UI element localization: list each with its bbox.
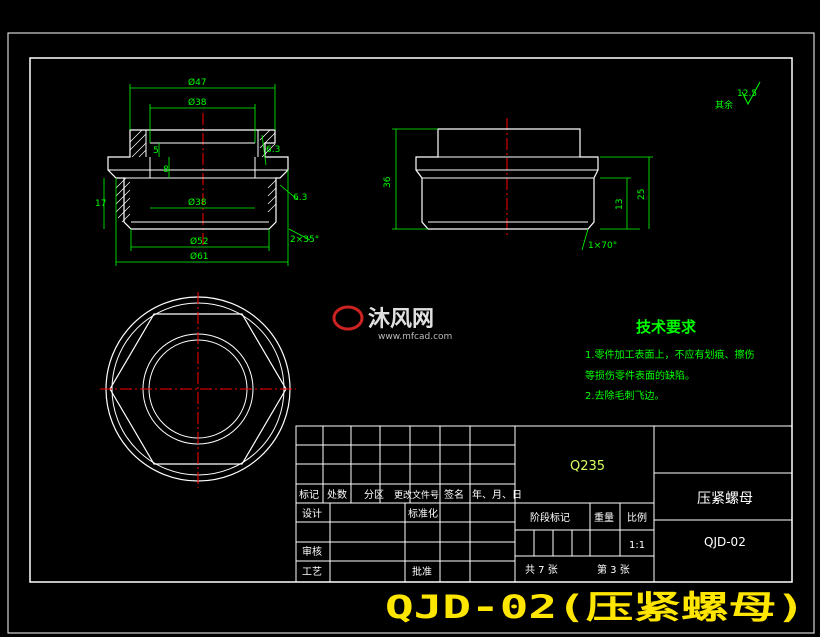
- dim-d38-top: Ø38: [188, 97, 207, 108]
- dim-chamfer-left: 2×35°: [290, 235, 319, 245]
- dim-roughness-b: 6.3: [293, 193, 307, 203]
- part-name: 压紧螺母: [697, 491, 753, 507]
- watermark-cn: 沐风网: [368, 307, 434, 332]
- approve-label: 批准: [412, 565, 432, 578]
- dim-roughness-a: 6.3: [266, 145, 280, 155]
- scale-value: 1:1: [629, 540, 645, 551]
- hex-view: [100, 292, 296, 488]
- header-sign: 签名: [444, 488, 464, 501]
- tech-req-line3: 2.去除毛刺飞边。: [585, 389, 665, 402]
- header-change-doc: 更改文件号: [394, 489, 439, 501]
- dim-h36: 36: [383, 176, 393, 188]
- watermark: 沐风网 www.mfcad.com: [332, 305, 452, 342]
- standardize-label: 标准化: [408, 507, 438, 520]
- roughness-symbol: 12.5 其余: [715, 81, 761, 111]
- dim-h5: 5: [153, 146, 159, 156]
- weight-label: 重量: [594, 511, 614, 524]
- process-label: 工艺: [302, 566, 322, 578]
- dim-d38-mid: Ø38: [188, 197, 207, 208]
- outer-frame: [7, 32, 815, 634]
- drawing-number: QJD-02: [704, 535, 746, 549]
- drawing-caption: QJD-02(压紧螺母): [385, 588, 805, 626]
- dim-d47: Ø47: [188, 77, 207, 88]
- dim-h8: 8: [163, 165, 169, 175]
- side-view: 36 13 25 1×70°: [383, 118, 653, 251]
- stage-mark-label: 阶段标记: [530, 511, 570, 524]
- header-count: 处数: [327, 488, 347, 501]
- sheets-total: 共 7 张: [525, 564, 558, 576]
- title-block: [295, 425, 793, 583]
- tech-req-line1: 1.零件加工表面上，不应有划痕、擦伤: [585, 348, 755, 361]
- title-block-text: Q235 压紧螺母 QJD-02 标记 处数 分区 更改文件号 签名 年、月、日…: [299, 459, 753, 578]
- tech-req-line2: 等损伤零件表面的缺陷。: [585, 369, 695, 382]
- section-view: Ø47 Ø38 Ø38 Ø52 Ø61 5 8 17 2×35° 6.3 6.3: [95, 77, 319, 266]
- dim-h17: 17: [95, 199, 106, 209]
- header-date: 年、月、日: [472, 488, 522, 501]
- header-mark: 标记: [299, 489, 319, 501]
- watermark-url: www.mfcad.com: [378, 332, 452, 342]
- dim-chamfer-right: 1×70°: [588, 241, 617, 251]
- dim-d52: Ø52: [190, 236, 209, 247]
- material-value: Q235: [570, 459, 605, 474]
- dim-h25: 25: [637, 189, 647, 200]
- dim-d61: Ø61: [190, 251, 209, 262]
- design-label: 设计: [302, 507, 322, 520]
- roughness-value: 12.5: [737, 89, 757, 99]
- sheet-number: 第 3 张: [597, 563, 630, 576]
- dim-h13: 13: [615, 199, 625, 210]
- roughness-label: 其余: [715, 99, 733, 111]
- tech-req-title: 技术要求: [636, 318, 697, 336]
- review-label: 审核: [302, 545, 322, 558]
- ratio-label: 比例: [627, 511, 647, 524]
- header-zone: 分区: [364, 489, 384, 501]
- tech-requirements: 技术要求 1.零件加工表面上，不应有划痕、擦伤 等损伤零件表面的缺陷。 2.去除…: [585, 318, 755, 402]
